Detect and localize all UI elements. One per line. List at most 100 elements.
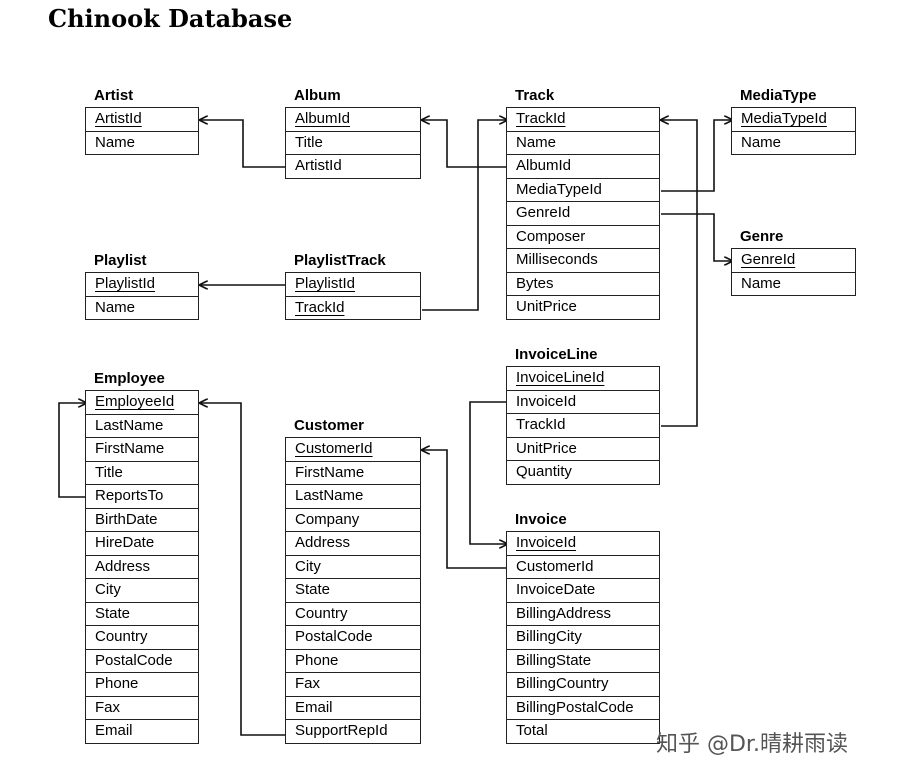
field-label: Country: [295, 604, 348, 622]
field-label: MediaTypeId: [516, 180, 602, 198]
artist-table-name: Artist: [94, 87, 134, 104]
employee-field-address: Address: [86, 554, 198, 579]
mediatype-field-name: Name: [732, 130, 855, 155]
track-genre-connector: [661, 213, 732, 261]
employee-table-name: Employee: [94, 370, 165, 387]
artist-field-artistid: ArtistId: [86, 108, 198, 131]
playlisttrack-field-playlistid: PlaylistId: [286, 273, 420, 296]
invoice-field-billingpostalcode: BillingPostalCode: [507, 695, 659, 720]
customer-field-phone: Phone: [286, 648, 420, 673]
field-label: Name: [95, 133, 136, 151]
page-title: Chinook Database: [48, 4, 293, 33]
customer-field-customerid: CustomerId: [286, 438, 420, 461]
customer-employee-connector: [200, 403, 286, 736]
genre-table-name: Genre: [740, 228, 784, 245]
field-label: LastName: [295, 487, 364, 504]
track-field-milliseconds: Milliseconds: [507, 248, 659, 272]
employee-field-birthdate: BirthDate: [86, 507, 198, 532]
field-label: InvoiceId: [516, 534, 577, 551]
field-label: Name: [95, 298, 136, 316]
field-label: ArtistId: [295, 157, 342, 174]
customer-field-postalcode: PostalCode: [286, 625, 420, 649]
field-label: UnitPrice: [516, 439, 577, 457]
field-label: PostalCode: [295, 628, 373, 645]
invoice-field-billingcity: BillingCity: [507, 625, 659, 649]
track-field-name: Name: [507, 130, 659, 155]
field-label: City: [295, 557, 321, 575]
employee-field-phone: Phone: [86, 672, 198, 696]
field-label: Quantity: [516, 463, 572, 480]
field-label: ArtistId: [95, 110, 142, 127]
genre-field-genreid: GenreId: [732, 249, 855, 272]
field-label: CustomerId: [516, 557, 594, 575]
field-label: EmployeeId: [95, 393, 175, 410]
customer-field-country: Country: [286, 601, 420, 626]
field-label: InvoiceDate: [516, 581, 596, 598]
field-label: Country: [95, 628, 148, 645]
invoiceline-field-quantity: Quantity: [507, 460, 659, 484]
customer-table-name: Customer: [294, 417, 365, 434]
invoice-customer-connector: [422, 450, 507, 569]
track-field-composer: Composer: [507, 224, 659, 249]
field-label: State: [95, 604, 131, 622]
invoiceline-track-connector: [661, 120, 698, 427]
invoiceline-field-trackid: TrackId: [507, 413, 659, 437]
field-label: State: [295, 581, 331, 598]
album-field-title: Title: [286, 130, 420, 155]
field-label: Company: [295, 510, 360, 528]
field-label: Title: [295, 133, 323, 151]
field-label: Fax: [295, 675, 321, 692]
playlist-field-playlistid: PlaylistId: [86, 273, 198, 296]
field-label: PostalCode: [95, 651, 173, 669]
invoiceline-field-unitprice: UnitPrice: [507, 436, 659, 461]
field-label: BillingAddress: [516, 604, 612, 622]
employee-field-employeeid: EmployeeId: [86, 391, 198, 414]
track-field-mediatypeid: MediaTypeId: [507, 177, 659, 202]
invoiceline-field-invoicelineid: InvoiceLineId: [507, 367, 659, 390]
track-field-bytes: Bytes: [507, 271, 659, 296]
field-label: Email: [95, 722, 133, 739]
field-label: Title: [95, 463, 123, 481]
track-table-name: Track: [515, 87, 555, 104]
field-label: InvoiceLineId: [516, 369, 605, 386]
playlist-field-name: Name: [86, 295, 198, 320]
field-label: AlbumId: [516, 157, 572, 174]
invoiceline-invoice-connector: [469, 401, 507, 544]
field-label: Total: [516, 722, 548, 739]
track-field-albumid: AlbumId: [507, 154, 659, 178]
field-label: AlbumId: [295, 110, 351, 127]
field-label: InvoiceId: [516, 392, 577, 410]
customer-field-state: State: [286, 578, 420, 602]
track-album-connector: [422, 120, 507, 168]
album-field-albumid: AlbumId: [286, 108, 420, 131]
field-label: SupportRepId: [295, 722, 388, 739]
watermark-text: 知乎 @Dr.晴耕雨读: [656, 732, 848, 757]
field-label: TrackId: [516, 416, 566, 433]
track-mediatype-connector: [661, 120, 732, 192]
field-label: Composer: [516, 227, 586, 245]
employee-field-lastname: LastName: [86, 413, 198, 438]
playlisttrack-field-trackid: TrackId: [286, 295, 420, 320]
invoice-field-total: Total: [507, 719, 659, 743]
field-label: City: [95, 581, 121, 598]
employee-field-city: City: [86, 578, 198, 602]
employee-field-firstname: FirstName: [86, 437, 198, 461]
invoice-field-billingaddress: BillingAddress: [507, 601, 659, 626]
field-label: Name: [516, 133, 557, 151]
customer-field-company: Company: [286, 507, 420, 532]
field-label: Bytes: [516, 274, 554, 292]
playlisttrack-track-connector: [422, 120, 507, 311]
